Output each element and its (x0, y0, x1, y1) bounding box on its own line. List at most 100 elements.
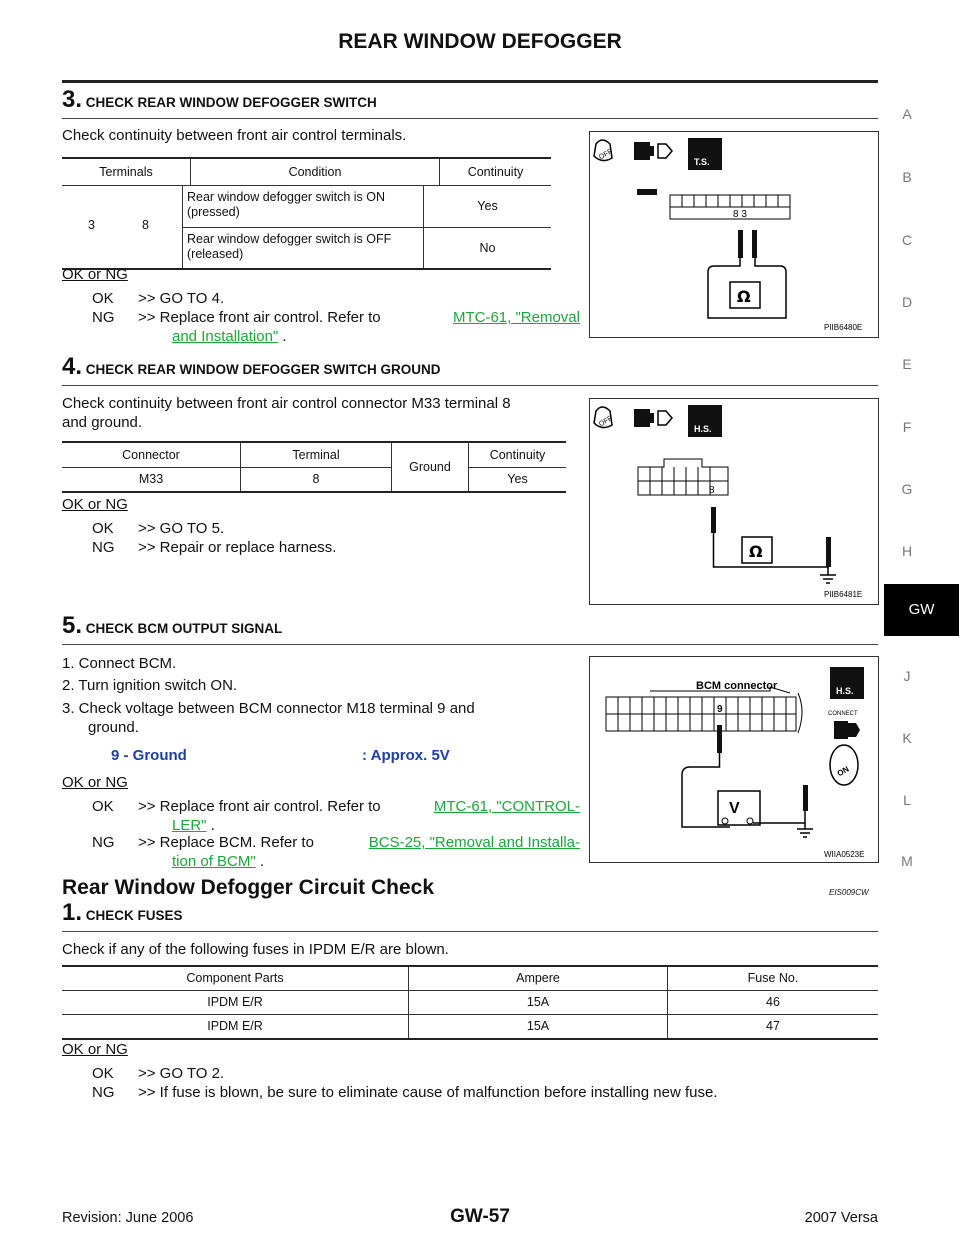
step4-number: 4. (62, 353, 83, 380)
side-tab-b[interactable]: B (902, 169, 912, 185)
col-header-continuity: Continuity (467, 165, 524, 179)
col-header-terminal: Terminal (241, 443, 392, 468)
side-tab-h[interactable]: H (901, 543, 913, 559)
condition-text: Rear window defogger switch is ON (187, 190, 385, 204)
side-tab-k[interactable]: K (902, 730, 912, 746)
link-mtc61-controller-cont[interactable]: LER" (172, 817, 207, 834)
col-header-component-parts: Component Parts (62, 967, 409, 990)
side-tab-j[interactable]: J (903, 668, 911, 684)
step1-intro: Check if any of the following fuses in I… (62, 941, 449, 958)
list-item: 3. Check voltage between BCM connector M… (62, 700, 475, 717)
link-bcs25-removal[interactable]: BCS-25, "Removal and Installa- (368, 834, 580, 851)
step3-ng-text: >> Replace front air control. Refer to (138, 309, 381, 326)
side-tab-a[interactable]: A (902, 106, 912, 122)
connector-pin-label: 8 (709, 485, 715, 496)
side-tab-f[interactable]: F (902, 419, 912, 435)
step4-intro-line2: and ground. (62, 414, 143, 431)
step5-rule (62, 644, 878, 645)
connector-value: M33 (62, 468, 241, 491)
step5-spec-left: 9 - Ground (111, 747, 187, 764)
header-rule (62, 80, 878, 83)
step5-ok-text: >> Replace front air control. Refer to (138, 798, 381, 815)
step1-rule (62, 931, 878, 932)
step4-ok-or-ng: OK or NG (62, 496, 128, 513)
footer-page-number: GW-57 (450, 1206, 510, 1227)
bcm-voltmeter-diagram: BCM connector 9 V H.S. CONN (605, 667, 864, 859)
step5-ok-end: . (210, 817, 215, 834)
side-tab-c[interactable]: C (901, 232, 913, 248)
side-tab-g[interactable]: G (901, 481, 913, 497)
step4-intro: Check continuity between front air contr… (62, 394, 511, 432)
footer-model: 2007 Versa (804, 1210, 878, 1226)
side-tab-l[interactable]: L (903, 792, 911, 808)
step1-ok-or-ng: OK or NG (62, 1041, 128, 1058)
svg-text:Ω: Ω (737, 287, 751, 306)
step1-ng-label: NG (92, 1084, 115, 1101)
step5-ok-or-ng: OK or NG (62, 774, 128, 791)
hs-badge-label: H.S. (836, 686, 854, 696)
terminal-3: 3 (88, 218, 95, 232)
ground-symbol-icon (820, 567, 836, 584)
list-item: 1. Connect BCM. (62, 655, 177, 672)
link-bcs25-installation[interactable]: tion of BCM" (172, 853, 256, 870)
ampere-cell: 15A (409, 1015, 668, 1038)
step3-title: CHECK REAR WINDOW DEFOGGER SWITCH (85, 95, 377, 110)
step4-title: CHECK REAR WINDOW DEFOGGER SWITCH GROUND (85, 362, 441, 377)
connector-disconnect-icon (634, 409, 673, 427)
connect-label: CONNECT (828, 711, 858, 717)
link-mtc61-removal[interactable]: MTC-61, "Removal (452, 309, 580, 326)
section-code: EIS009CW (829, 888, 869, 897)
step4-heading: 4. CHECK REAR WINDOW DEFOGGER SWITCH GRO… (62, 353, 441, 381)
table-row: Rear window defogger switch is OFF (rele… (183, 228, 424, 268)
col-header-ampere: Ampere (409, 967, 668, 990)
step5-number: 5. (62, 612, 83, 639)
connector-connect-icon (834, 721, 860, 739)
hs-badge-label: H.S. (694, 424, 712, 434)
link-mtc61-installation[interactable]: and Installation" (172, 328, 279, 345)
step5-ng-label: NG (92, 834, 115, 851)
step3-ng-label: NG (92, 309, 115, 326)
connector-disconnect-icon (634, 142, 673, 160)
step3-heading: 3. CHECK REAR WINDOW DEFOGGER SWITCH (62, 86, 377, 114)
figure-code: PIIB6481E (824, 590, 862, 599)
continuity-value: No (479, 241, 496, 255)
col-header-connector: Connector (62, 443, 241, 468)
ground-symbol-icon (797, 823, 813, 838)
figure-code: PIIB6480E (824, 323, 862, 332)
side-tab-gw-active[interactable]: GW (884, 584, 959, 636)
ohmmeter-icon (741, 536, 773, 564)
continuity-value: Yes (424, 186, 551, 228)
step3-ok-or-ng: OK or NG (62, 266, 128, 283)
col-header-fuse-no: Fuse No. (747, 971, 799, 985)
step5-ng-end: . (259, 853, 265, 870)
link-mtc61-controller[interactable]: MTC-61, "CONTROL- (433, 798, 580, 815)
step3-ok-label: OK (92, 290, 114, 307)
figure-code: WIIA0523E (824, 850, 864, 859)
step4-ok-text: >> GO TO 5. (138, 520, 225, 537)
step3-ng-end: . (282, 328, 287, 345)
fuse-no-cell: 47 (766, 1019, 780, 1033)
step4-rule (62, 385, 878, 386)
col-header-ground: Ground (392, 443, 469, 491)
section-title: Rear Window Defogger Circuit Check (62, 876, 435, 899)
side-tab-d[interactable]: D (901, 294, 913, 310)
connector-ground-diagram: OFF H.S. 8 Ω PIIB6481E (593, 405, 862, 599)
step1-ng-text: >> If fuse is blown, be sure to eliminat… (138, 1084, 718, 1101)
fuse-no-cell: 46 (766, 995, 780, 1009)
condition-text: (pressed) (187, 205, 240, 219)
side-tab-e[interactable]: E (902, 356, 912, 372)
list-item: ground. (88, 719, 139, 736)
hs-badge-icon: H.S. (688, 405, 722, 437)
step4-intro-line1: Check continuity between front air contr… (62, 395, 511, 412)
side-tab-m[interactable]: M (901, 853, 913, 869)
col-header-terminals: Terminals (62, 159, 191, 186)
step5-spec-right: : Approx. 5V (362, 747, 450, 764)
figure-switch-continuity: OFF T.S. 8 3 Ω PIIB6480E (589, 131, 879, 338)
table-row: IPDM E/R 15A 46 (62, 991, 878, 1015)
disconnect-icon: OFF (593, 139, 614, 162)
step3-rule (62, 118, 878, 119)
table-row: Rear window defogger switch is ON (press… (183, 186, 424, 228)
component-cell: IPDM E/R (62, 991, 409, 1014)
col-header-continuity: Continuity (469, 443, 566, 468)
page-title: REAR WINDOW DEFOGGER (338, 30, 622, 53)
